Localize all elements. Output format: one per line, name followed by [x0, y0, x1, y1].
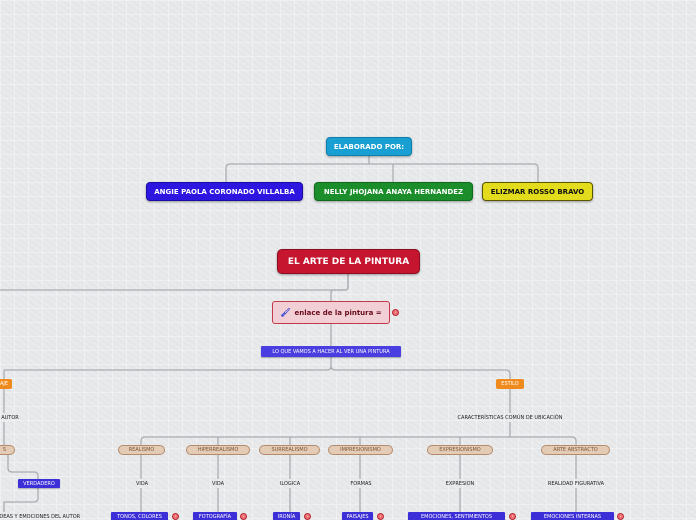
style-expresionismo[interactable]: EXPRESIONISMO — [427, 445, 493, 455]
result-impresionismo[interactable]: PAISAJES — [342, 512, 373, 520]
ideas-topic[interactable]: IDEAS Y EMOCIONES DEL AUTOR — [0, 513, 81, 520]
central-topic[interactable]: EL ARTE DE LA PINTURA — [277, 249, 420, 274]
style-realismo[interactable]: REALISMO — [118, 445, 165, 455]
estilo-topic[interactable]: ESTILO — [496, 379, 524, 389]
result-hiperrealismo[interactable]: FOTOGRAFÍA — [193, 512, 237, 520]
author-angie[interactable]: ANGIE PAOLA CORONADO VILLALBA — [146, 182, 303, 201]
style-pill-cut[interactable]: S — [0, 445, 15, 455]
descriptor-hiperrealismo[interactable]: VIDA — [211, 480, 225, 487]
paisaje-topic[interactable]: AJE — [0, 379, 12, 389]
descriptor-impresionismo[interactable]: FORMAS — [350, 480, 372, 487]
link-topic[interactable]: 🖌 enlace de la pintura = — [272, 301, 390, 324]
pinterest-icon[interactable]: ⓟ — [172, 513, 179, 520]
descriptor-arte-abstracto[interactable]: REALIDAD FIGURATIVA — [547, 480, 605, 487]
style-impresionismo[interactable]: IMPRESIONISMO — [328, 445, 393, 455]
pinterest-icon[interactable]: ⓟ — [617, 513, 624, 520]
pinterest-icon[interactable]: ⓟ — [392, 309, 399, 316]
result-realismo[interactable]: TONOS, COLORES — [111, 512, 168, 520]
subtitle-topic[interactable]: LO QUE VAMOS A HACER AL VER UNA PINTURA — [261, 346, 401, 357]
result-arte-abstracto[interactable]: EMOCIONES INTERNAS — [531, 512, 614, 520]
caracteristicas-topic[interactable]: CARACTERÍSTICAS COMÚN DE UBICACIÓN — [457, 414, 563, 421]
pinterest-icon[interactable]: ⓟ — [509, 513, 516, 520]
verdadero-topic[interactable]: VERDADERO — [18, 479, 60, 488]
author-elizmar[interactable]: ELIZMAR ROSSO BRAVO — [482, 182, 593, 201]
result-expresionismo[interactable]: EMOCIONES, SENTIMIENTOS — [408, 512, 505, 520]
descriptor-expresionismo[interactable]: EXPRESION — [445, 480, 475, 487]
pinterest-icon[interactable]: ⓟ — [377, 513, 384, 520]
result-surrealismo[interactable]: IRONÍA — [273, 512, 300, 520]
pinterest-icon[interactable]: ⓟ — [240, 513, 247, 520]
autor-topic[interactable]: AUTOR — [1, 414, 19, 421]
style-surrealismo[interactable]: SURREALISMO — [259, 445, 320, 455]
style-hiperrealismo[interactable]: HIPERREALISMO — [186, 445, 250, 455]
pinterest-icon[interactable]: ⓟ — [304, 513, 311, 520]
style-arte-abstracto[interactable]: ARTE ABSTRACTO — [541, 445, 610, 455]
paintbrush-icon: 🖌 — [280, 308, 291, 317]
authors-header[interactable]: ELABORADO POR: — [326, 137, 412, 156]
descriptor-realismo[interactable]: VIDA — [135, 480, 149, 487]
link-topic-label: enlace de la pintura = — [294, 308, 382, 317]
descriptor-surrealismo[interactable]: ILOGICA — [279, 480, 301, 487]
author-nelly[interactable]: NELLY JHOJANA ANAYA HERNANDEZ — [314, 182, 473, 201]
